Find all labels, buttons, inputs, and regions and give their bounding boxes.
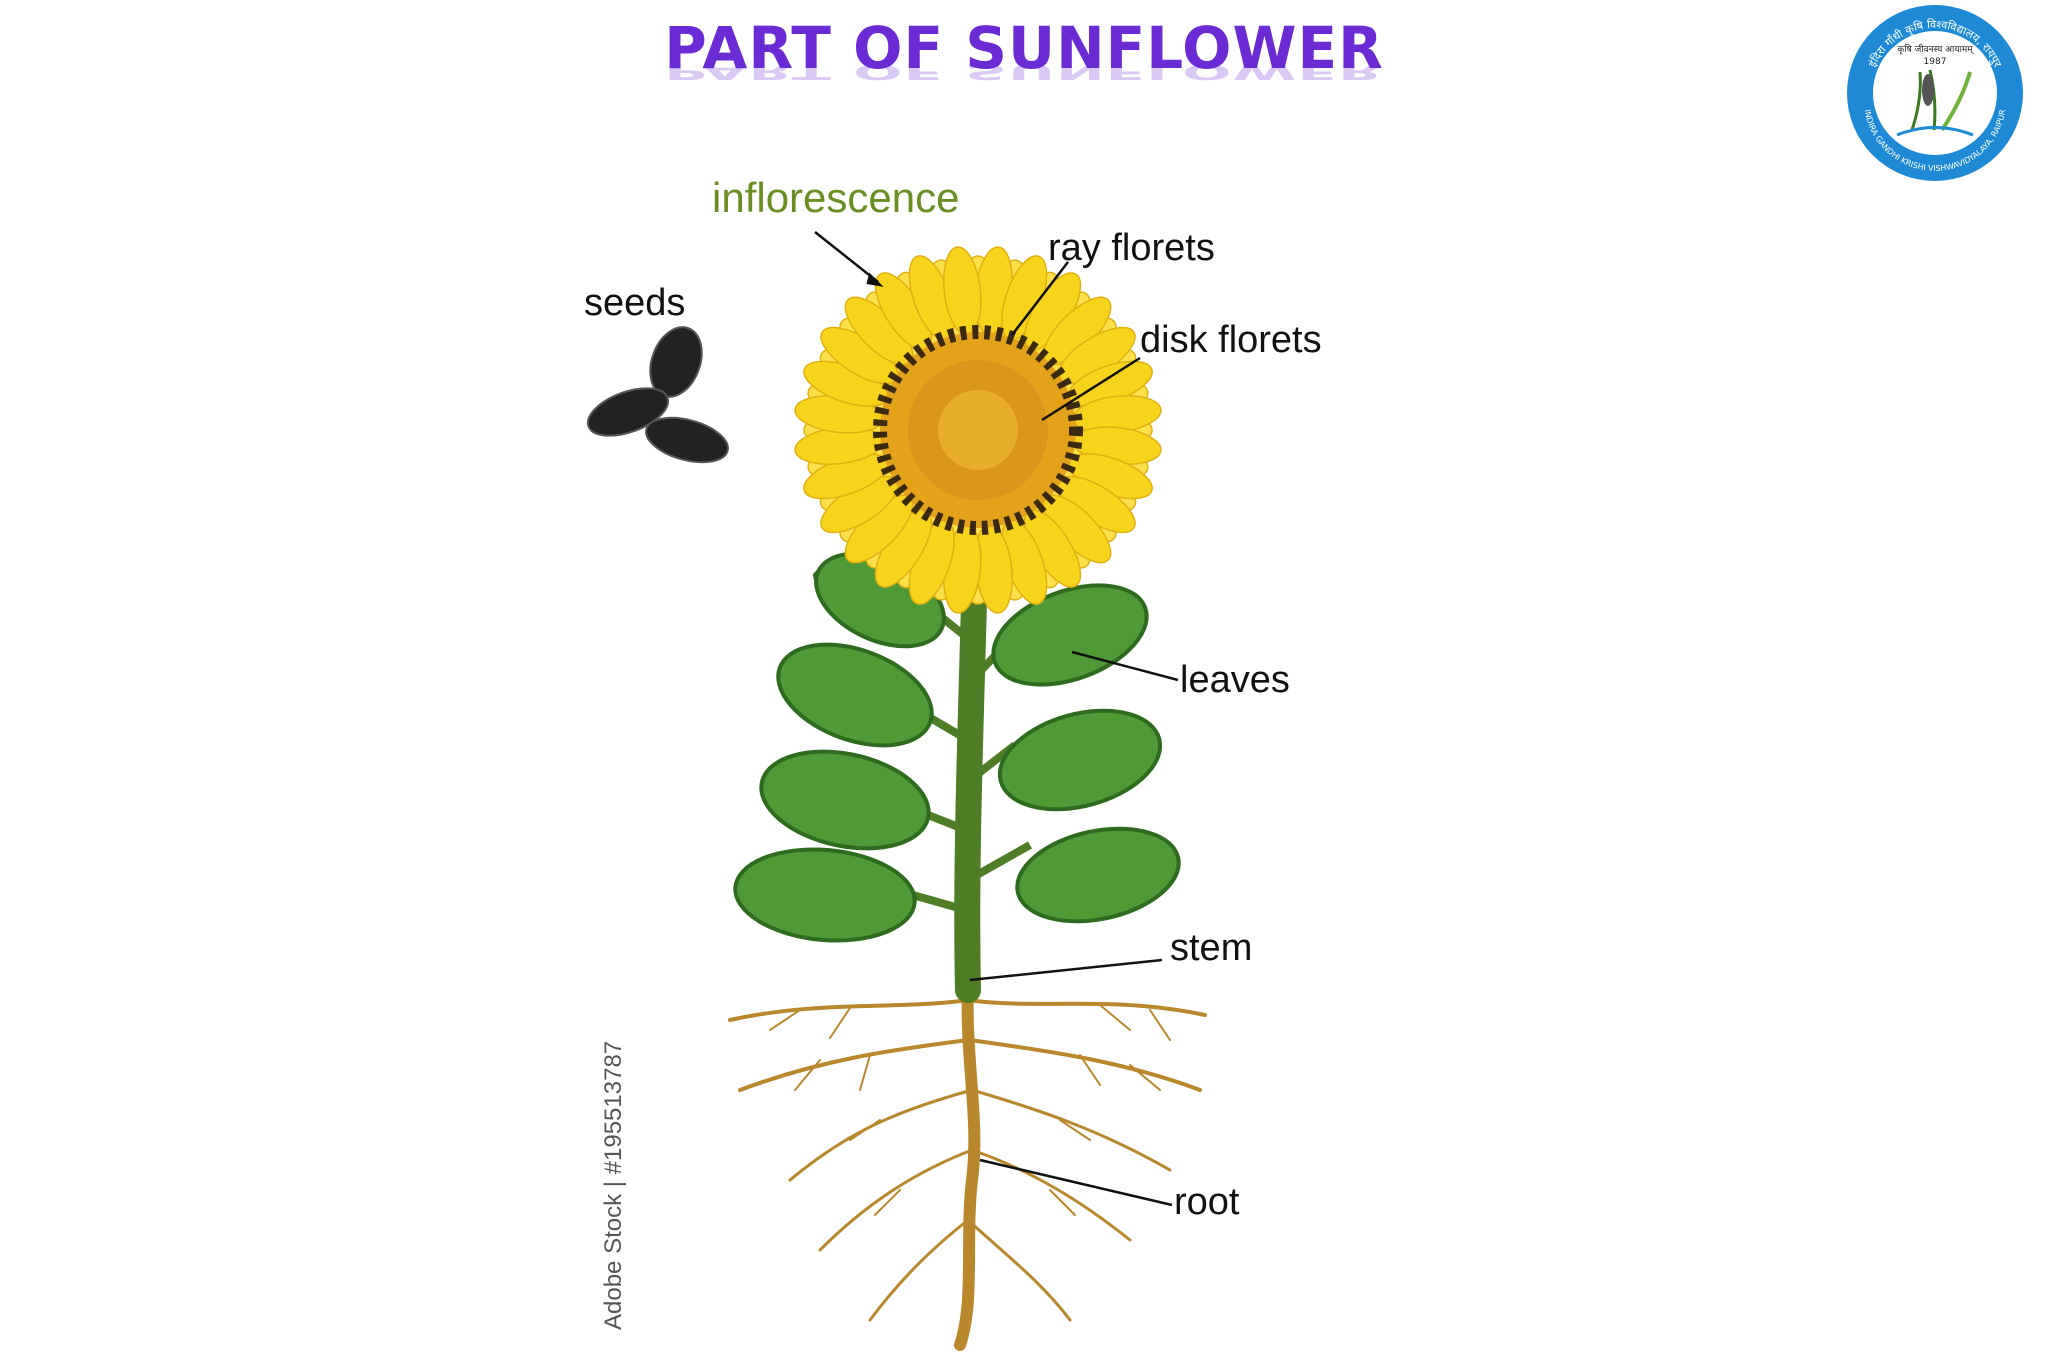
- label-leaves: leaves: [1180, 659, 1290, 701]
- seeds-illustration: [586, 326, 729, 464]
- label-ray-florets: ray florets: [1048, 227, 1215, 269]
- stock-credit: Adobe Stock | #195513787: [600, 1040, 627, 1330]
- leader-lines: [814, 231, 1179, 1207]
- leaf: [991, 583, 1149, 687]
- stem: [954, 547, 988, 1003]
- logo-year: 1987: [1924, 57, 1947, 67]
- label-inflorescence: inflorescence: [712, 174, 959, 221]
- seed: [586, 387, 670, 437]
- flower-head: [794, 246, 1162, 614]
- inflorescence-arrow: [814, 231, 879, 283]
- label-root: root: [1174, 1181, 1240, 1223]
- ray-florets: [794, 246, 1162, 614]
- roots: [728, 979, 1207, 1351]
- seed: [645, 416, 729, 464]
- leaf: [776, 642, 934, 748]
- logo-motto: कृषि जीवनस्य आयामम्: [1897, 43, 1974, 55]
- leaf: [1015, 826, 1181, 924]
- leaf: [759, 749, 931, 851]
- university-logo: इंदिरा गाँधी कृषि विश्वविद्यालय, रायपुर …: [1847, 5, 2023, 181]
- leaf: [733, 847, 917, 943]
- label-stem: stem: [1170, 927, 1252, 969]
- leaf: [997, 708, 1163, 812]
- label-disk-florets: disk florets: [1140, 319, 1322, 361]
- page-title: PART OF SUNFLOWER: [664, 14, 1384, 82]
- logo-plant-icon: [1896, 69, 1974, 137]
- label-seeds: seeds: [584, 282, 685, 324]
